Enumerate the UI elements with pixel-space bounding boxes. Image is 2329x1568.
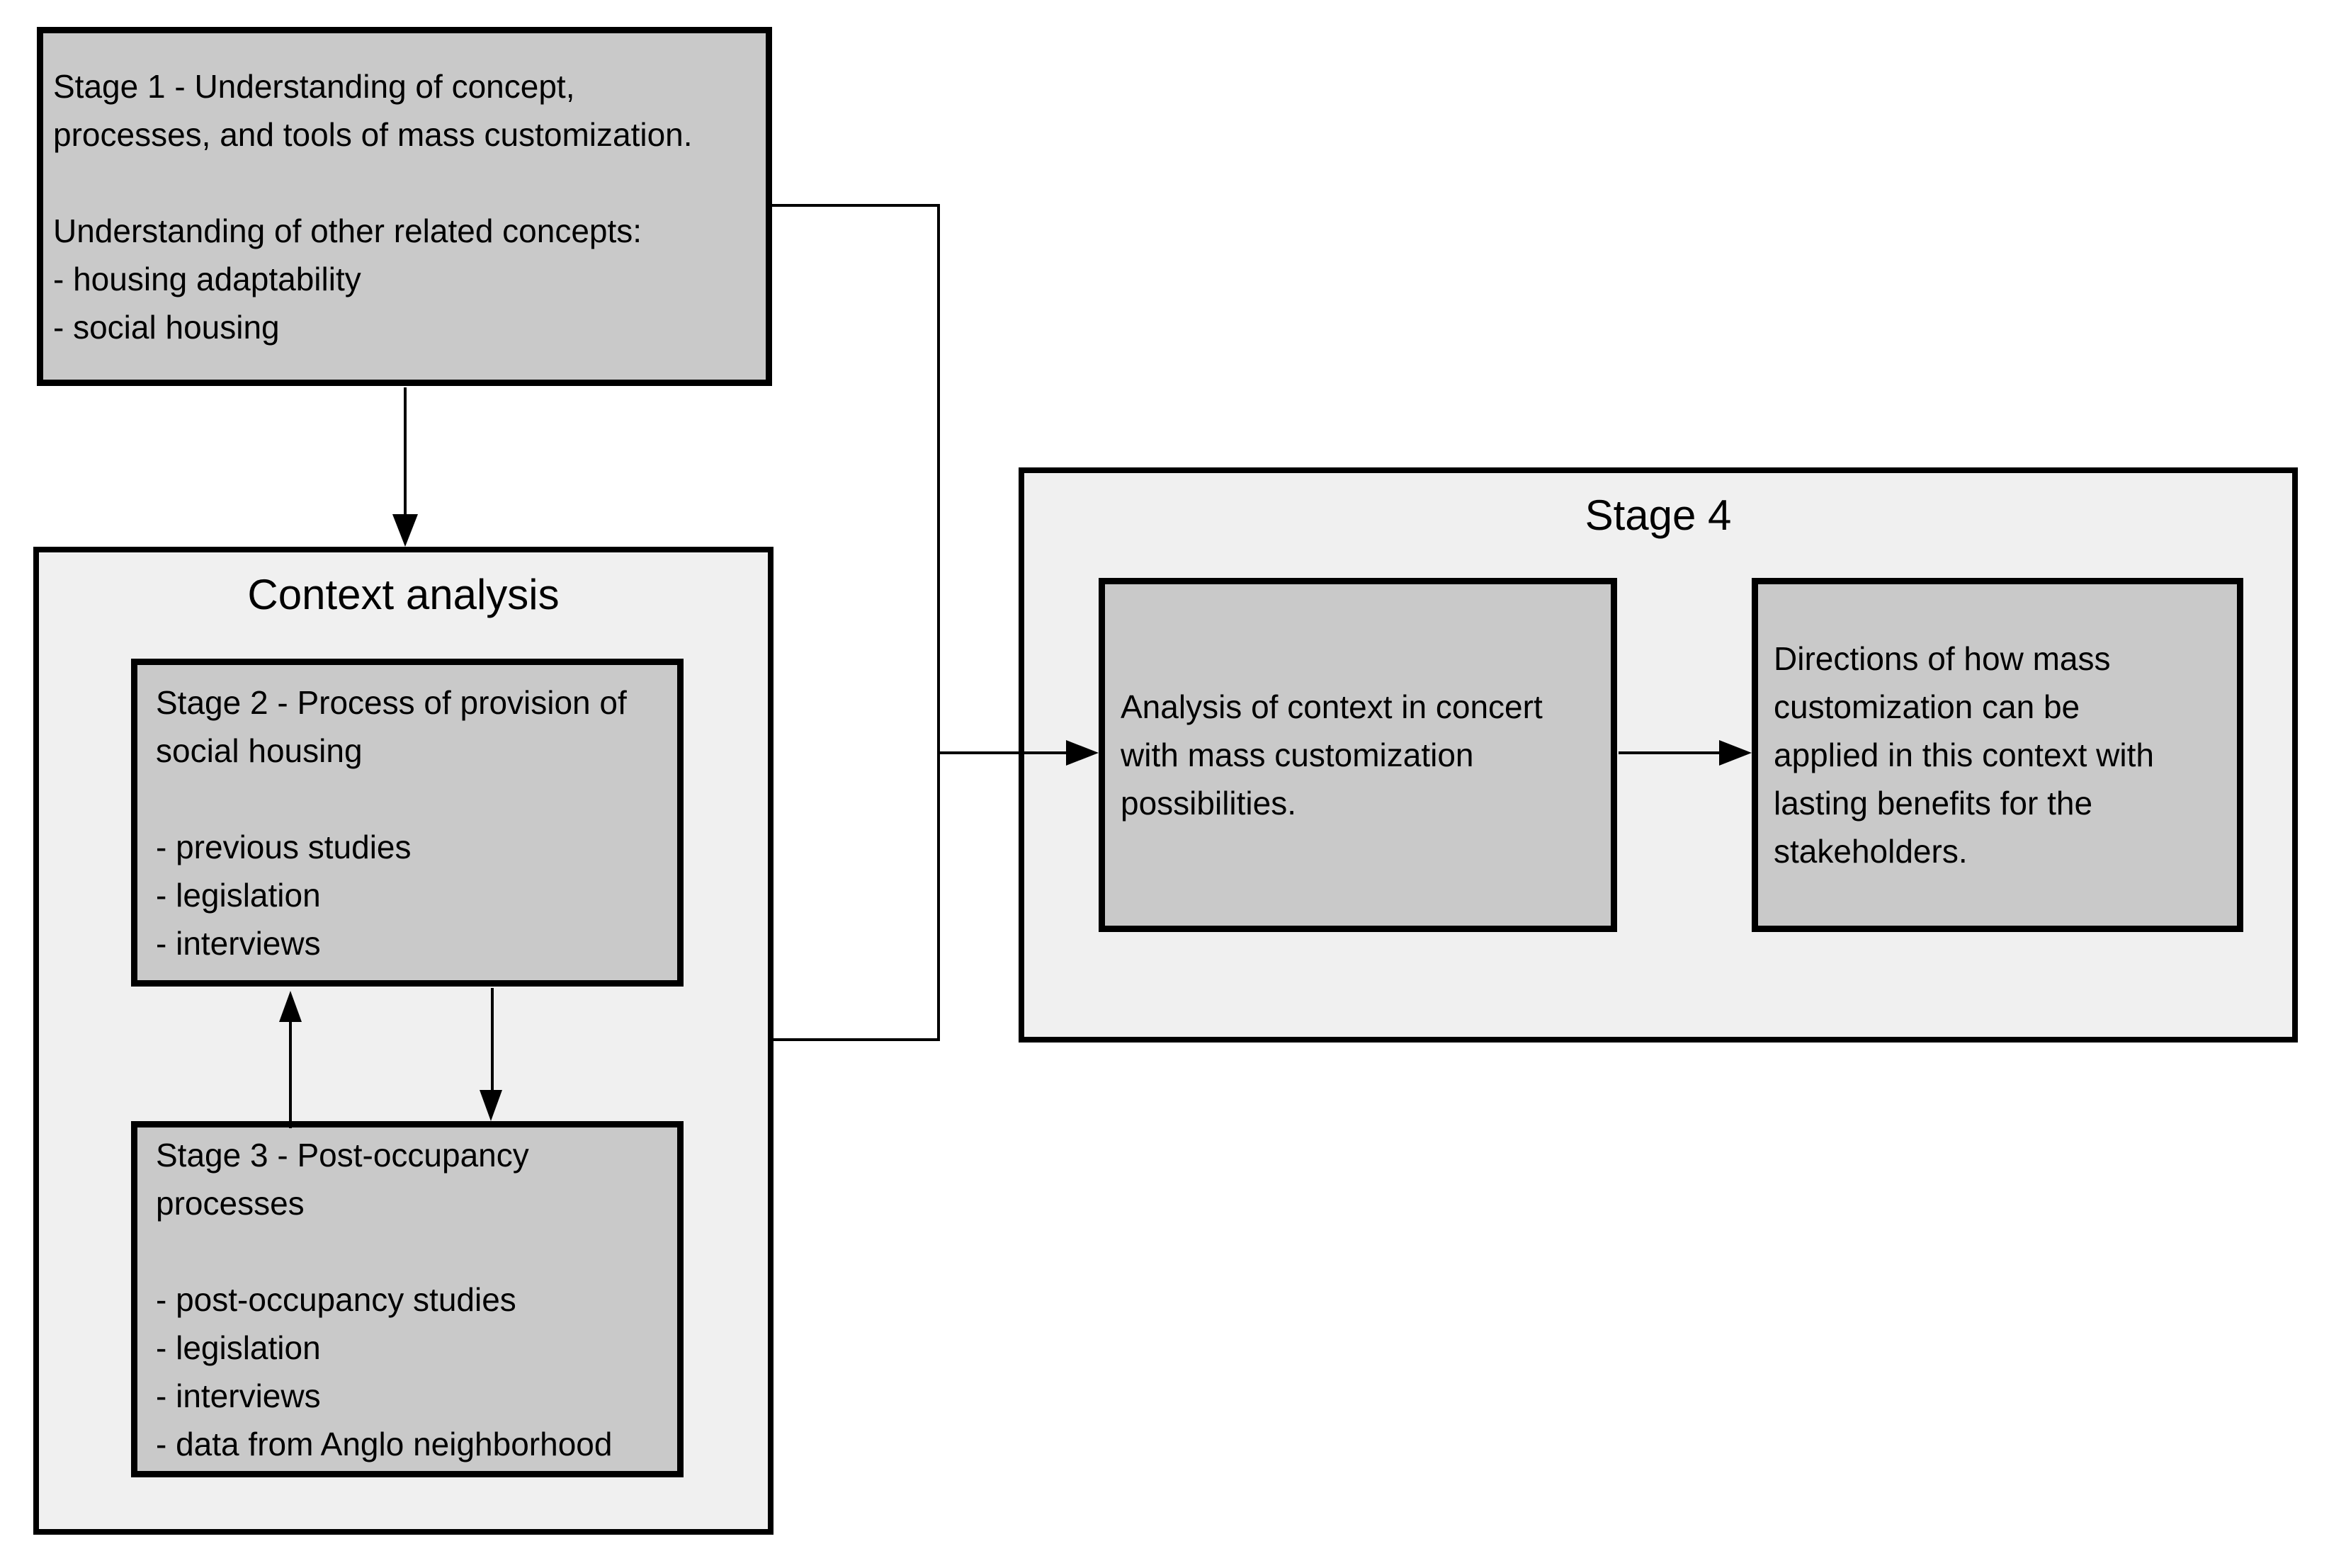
connector-to-stage4-line xyxy=(939,751,1069,754)
stage4-directions-text: Directions of how mass customization can… xyxy=(1774,640,2154,870)
connector-analysis-to-directions-line xyxy=(1619,751,1722,754)
stage3-text: Stage 3 - Post-occupancy processes - pos… xyxy=(156,1136,613,1462)
context-analysis-box: Context analysis Stage 2 - Process of pr… xyxy=(33,547,774,1535)
arrowhead-stage1-to-context xyxy=(392,514,418,547)
connector-stage1-to-context-line xyxy=(404,387,407,516)
connector-stage1-right-line xyxy=(772,204,940,207)
connector-stage3-to-stage2-line xyxy=(289,1018,292,1128)
stage2-box: Stage 2 - Process of provision of social… xyxy=(131,659,684,987)
context-analysis-title: Context analysis xyxy=(247,571,560,618)
connector-junction-vertical-line xyxy=(937,204,940,1041)
stage4-directions-box: Directions of how mass customization can… xyxy=(1752,578,2243,932)
stage1-box: Stage 1 - Understanding of concept, proc… xyxy=(37,27,772,386)
connector-context-right-line xyxy=(772,1038,940,1041)
stage4-box: Stage 4 Analysis of context in concert w… xyxy=(1019,467,2298,1043)
stage4-title: Stage 4 xyxy=(1585,492,1732,539)
stage1-text: Stage 1 - Understanding of concept, proc… xyxy=(53,67,693,346)
arrowhead-analysis-to-directions xyxy=(1719,740,1752,766)
arrowhead-to-stage4-analysis xyxy=(1066,740,1099,766)
stage2-text: Stage 2 - Process of provision of social… xyxy=(156,683,627,962)
arrowhead-stage2-to-stage3 xyxy=(480,1090,502,1121)
stage4-analysis-text: Analysis of context in concert with mass… xyxy=(1121,688,1543,822)
stage3-box: Stage 3 - Post-occupancy processes - pos… xyxy=(131,1121,684,1477)
stage4-analysis-box: Analysis of context in concert with mass… xyxy=(1099,578,1617,932)
connector-stage2-to-stage3-line xyxy=(491,988,494,1094)
arrowhead-stage3-to-stage2 xyxy=(279,991,302,1022)
